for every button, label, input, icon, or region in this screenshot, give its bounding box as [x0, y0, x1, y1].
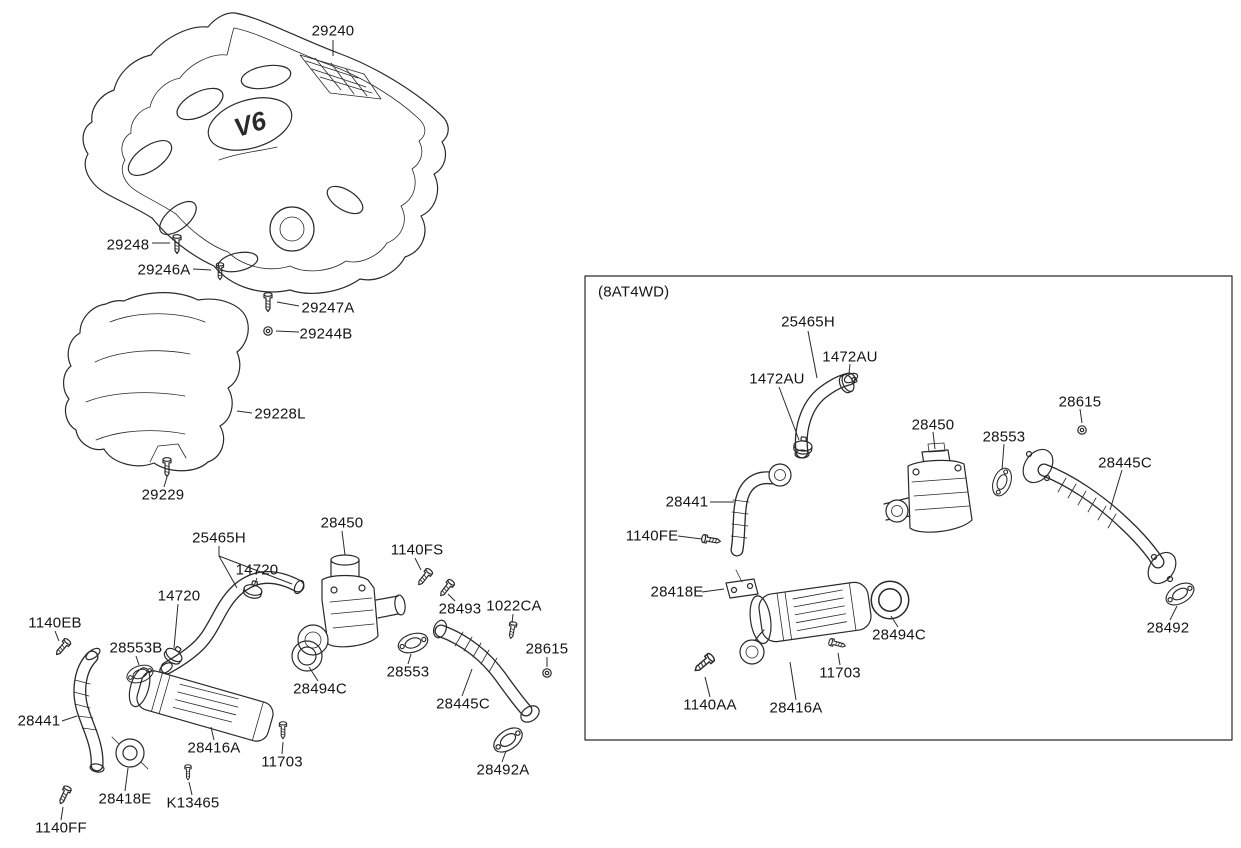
stud-K13465	[184, 764, 192, 781]
nut-28615	[542, 668, 552, 678]
nut-29244B	[263, 326, 273, 336]
label-25465H-r: 25465H	[781, 313, 835, 331]
bolt-11703	[278, 721, 288, 740]
bolt-1140FF	[56, 784, 73, 806]
heat-shield-29228L	[63, 292, 249, 472]
v6-badge: V6	[230, 105, 270, 143]
label-25465H: 25465H	[192, 529, 246, 547]
label-28553: 28553	[386, 663, 430, 681]
bolt-29246A	[215, 262, 225, 281]
egr-pipe-28441-right	[730, 463, 792, 557]
bolt-1140FS	[415, 566, 435, 588]
label-28615-r: 28615	[1058, 393, 1102, 411]
label-28441-r: 28441	[665, 493, 709, 511]
egr-valve-28450	[297, 554, 406, 656]
egr-pipe-28445C-right	[1022, 448, 1177, 585]
bolt-1140EB	[52, 636, 73, 658]
bolt-11703-right	[827, 637, 847, 650]
label-K13465: K13465	[166, 794, 220, 812]
label-29248: 29248	[106, 236, 150, 254]
label-29228L: 29228L	[254, 405, 306, 423]
nut-28615-right	[1077, 425, 1087, 435]
label-29229: 29229	[141, 486, 185, 504]
label-1140EB: 1140EB	[28, 614, 82, 632]
egr-pipe-28445C	[432, 619, 540, 723]
bolt-28493	[437, 577, 457, 599]
label-panel-8at4wd: (8AT4WD)	[598, 283, 670, 301]
label-28553B: 28553B	[109, 639, 163, 657]
label-1140FS: 1140FS	[390, 541, 444, 559]
egr-cooler-28416A-right	[739, 581, 872, 665]
label-1472AU-b: 1472AU	[749, 370, 805, 388]
label-28494C: 28494C	[293, 680, 347, 698]
label-28418E: 28418E	[98, 790, 152, 808]
label-28418E-r: 28418E	[650, 583, 704, 601]
label-28494C-r: 28494C	[872, 626, 926, 644]
gasket-28553-right	[988, 465, 1016, 499]
label-14720-b: 14720	[157, 587, 201, 605]
label-28493: 28493	[438, 600, 482, 618]
label-28553-r: 28553	[982, 428, 1026, 446]
bolt-29248	[172, 234, 182, 255]
label-28492A: 28492A	[476, 761, 530, 779]
label-1472AU-a: 1472AU	[822, 348, 878, 366]
leader-lines-right	[677, 330, 1178, 701]
label-29244B: 29244B	[299, 325, 353, 343]
bolt-1022CA	[506, 620, 518, 640]
gasket-28553	[395, 629, 431, 657]
egr-cooler-28416A	[128, 667, 274, 742]
label-1140FF: 1140FF	[35, 819, 87, 837]
egr-valve-28450-right	[883, 442, 973, 533]
bolt-29229	[162, 457, 172, 478]
bolt-1140AA	[691, 651, 717, 675]
label-11703-r: 11703	[819, 664, 861, 682]
bolt-29247A	[263, 292, 273, 313]
label-29240: 29240	[311, 22, 355, 40]
label-28445C-r: 28445C	[1098, 454, 1152, 472]
egr-pipe-28441	[73, 647, 105, 773]
label-28416A-r: 28416A	[769, 699, 823, 717]
label-28450-r: 28450	[911, 416, 955, 434]
label-11703: 11703	[261, 753, 303, 771]
engine-cover: V6	[82, 12, 449, 294]
label-29247A: 29247A	[301, 299, 355, 317]
clamp-28418E-right	[725, 569, 759, 599]
label-28445C: 28445C	[436, 695, 490, 713]
label-28416A: 28416A	[187, 739, 241, 757]
clamp-28418E	[111, 736, 149, 770]
bolt-1140FE	[700, 533, 722, 547]
panel-8at4wd-border	[584, 275, 1233, 741]
label-28450: 28450	[320, 514, 364, 532]
label-1140AA: 1140AA	[683, 696, 737, 714]
label-1140FE: 1140FE	[625, 527, 679, 545]
gasket-28494C-right	[870, 580, 910, 620]
label-14720-a: 14720	[235, 561, 279, 579]
label-28441: 28441	[17, 712, 61, 730]
label-28492: 28492	[1146, 619, 1190, 637]
label-29246A: 29246A	[137, 261, 191, 279]
label-28615: 28615	[525, 640, 569, 658]
leader-lines-left	[54, 40, 548, 821]
label-1022CA: 1022CA	[486, 597, 542, 615]
gasket-28492A	[488, 722, 528, 758]
gasket-28492	[1161, 578, 1199, 610]
